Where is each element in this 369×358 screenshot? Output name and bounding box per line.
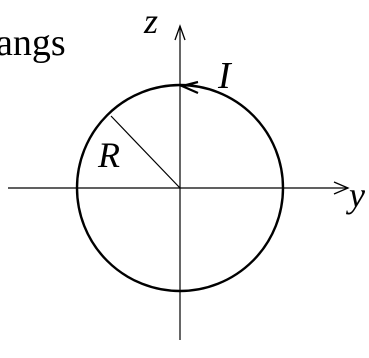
text-fragment: angs — [0, 22, 66, 64]
radius-line — [110, 115, 181, 189]
z-axis-arrowhead — [174, 24, 186, 41]
radius-label: R — [97, 135, 120, 175]
current-label: I — [217, 55, 233, 97]
current-direction-arrow — [178, 80, 199, 95]
current-loop — [75, 83, 285, 293]
z-axis-label: z — [143, 1, 158, 41]
y-axis-arrowhead — [333, 181, 350, 195]
y-axis-label: y — [346, 175, 365, 215]
